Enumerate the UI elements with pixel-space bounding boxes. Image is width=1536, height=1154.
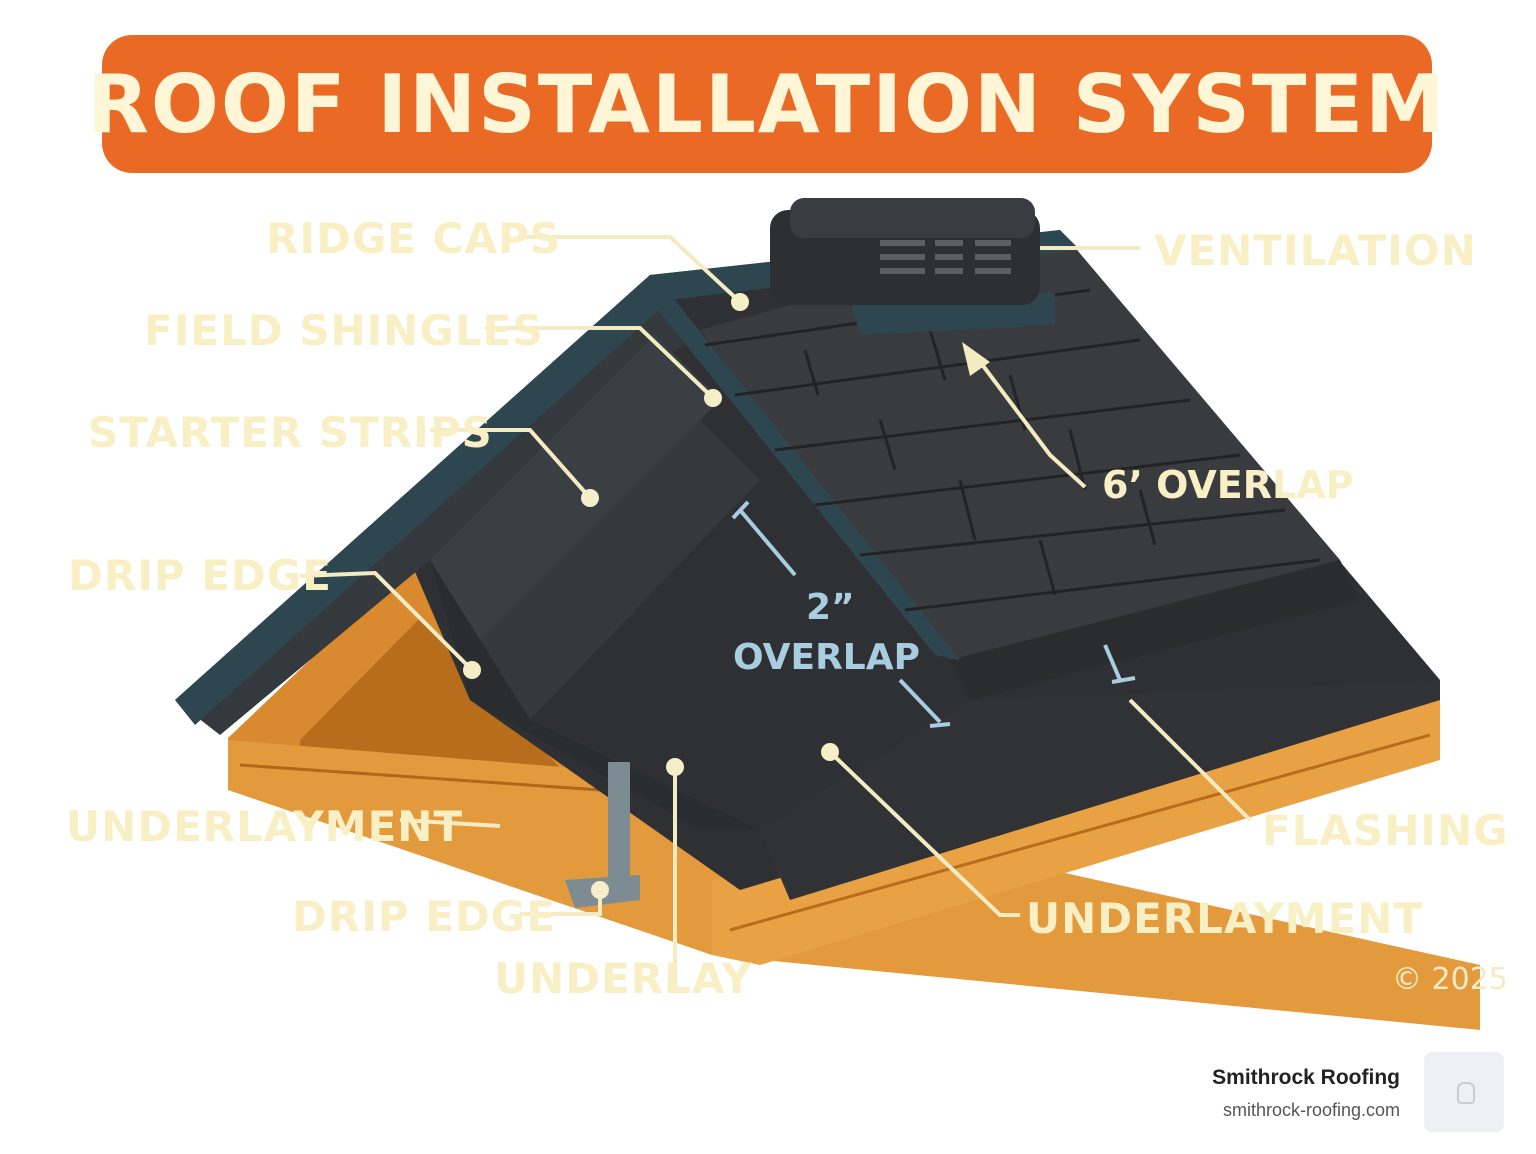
brand-logo-icon — [1424, 1052, 1504, 1132]
page-title: ROOF INSTALLATION SYSTEM — [87, 57, 1447, 151]
label-two-overlap-number: 2” — [806, 587, 855, 628]
ridge-vent — [770, 198, 1055, 335]
label-flashing: FLASHING — [1262, 806, 1509, 855]
label-underlay: UNDERLAY — [494, 954, 753, 1003]
left-layer-3 — [430, 560, 760, 830]
wood-frame — [228, 565, 1480, 1030]
brand-name: Smithrock Roofing — [1212, 1066, 1400, 1089]
label-underlayment-left: UNDERLAYMENT — [66, 802, 464, 851]
label-drip-edge-bottom: DRIP EDGE — [292, 892, 556, 941]
gable-inner — [300, 618, 560, 768]
left-flashing-edge — [175, 275, 670, 725]
leader-lines — [299, 235, 1252, 990]
left-layer-1 — [430, 335, 720, 640]
label-two-overlap-word: OVERLAP — [733, 637, 920, 678]
label-starter-strips: STARTER STRIPS — [88, 408, 493, 457]
label-underlayment-right: UNDERLAYMENT — [1026, 894, 1424, 943]
lower-course — [760, 680, 1440, 900]
brand-url[interactable]: smithrock-roofing.com — [1222, 1100, 1400, 1120]
label-ventilation: VENTILATION — [1154, 226, 1477, 275]
copyright-notice: © 2025 — [1392, 962, 1508, 997]
left-layer-2 — [480, 420, 760, 720]
six-overlap-arrowhead — [962, 342, 990, 376]
label-ridge-caps: RIDGE CAPS — [266, 214, 561, 263]
starter-strip-band — [950, 560, 1360, 700]
label-six-overlap: 6’ OVERLAP — [1102, 463, 1354, 507]
label-field-shingles: FIELD SHINGLES — [144, 306, 544, 355]
left-rake-flashing — [650, 300, 960, 660]
field-shingle-area — [700, 230, 1340, 660]
overlap-markers — [731, 500, 1136, 728]
title-banner: ROOF INSTALLATION SYSTEM — [87, 35, 1445, 173]
label-drip-edge-top: DRIP EDGE — [68, 551, 332, 600]
leader-dots — [463, 293, 839, 899]
